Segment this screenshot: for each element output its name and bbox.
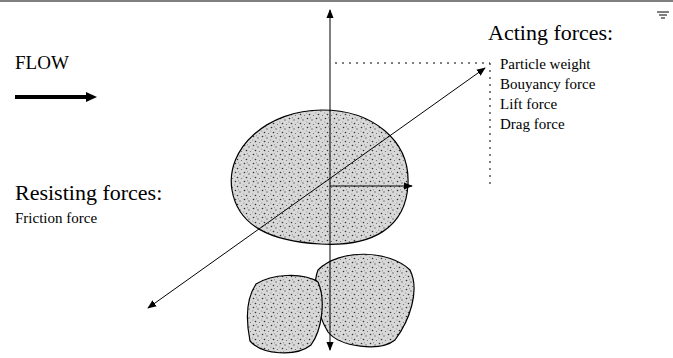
drag-axis — [330, 186, 412, 187]
flow-arrow — [15, 95, 88, 99]
force-item: Friction force — [15, 210, 97, 227]
water-surface — [0, 1, 673, 2]
force-item: Drag force — [500, 116, 565, 133]
heading-label: Resisting forces: — [15, 180, 162, 205]
flow-arrowhead — [86, 92, 97, 102]
flow-label: FLOW — [15, 52, 69, 74]
grain-left — [248, 275, 323, 352]
lift-axis-up — [330, 10, 331, 186]
weight-axis-down — [330, 186, 331, 350]
force-item: Particle weight — [500, 56, 590, 73]
heading-label: Acting forces: — [488, 20, 613, 45]
force-item: Bouyancy force — [500, 76, 595, 93]
force-item: Lift force — [500, 96, 557, 113]
particle — [231, 110, 408, 244]
force-diagonal — [148, 68, 485, 308]
water-level-symbol — [657, 12, 669, 18]
